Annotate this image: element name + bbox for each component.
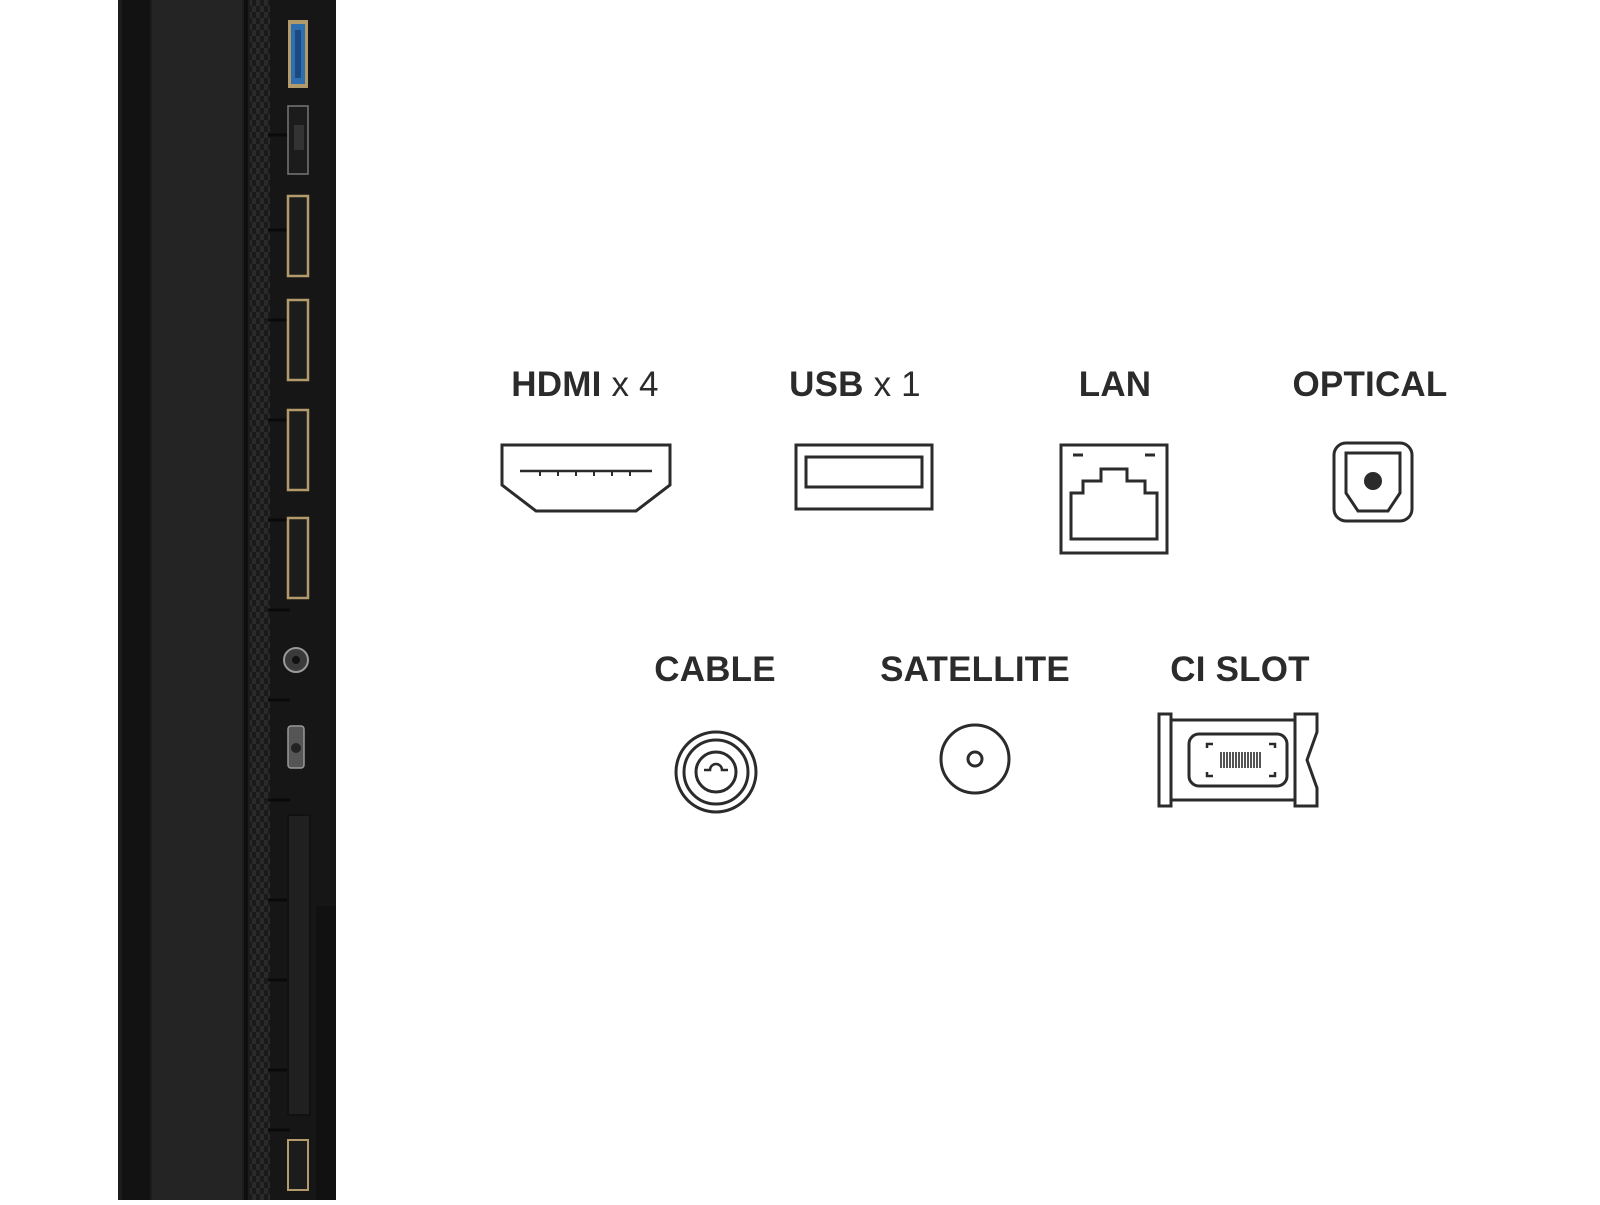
port-item-ci-slot: CI SLOT <box>1150 650 1330 820</box>
port-item-satellite: SATELLITE <box>870 650 1080 810</box>
port-label-satellite: SATELLITE <box>880 650 1070 689</box>
port-label-optical: OPTICAL <box>1292 365 1448 404</box>
port-item-optical: OPTICAL <box>1270 365 1470 525</box>
port-label-lan: LAN <box>1078 365 1152 404</box>
port-label-cable: CABLE <box>654 650 776 689</box>
port-item-cable: CABLE <box>640 650 790 820</box>
port-label-hdmi: HDMI x 4 <box>511 365 659 404</box>
hdmi-port-icon <box>500 443 672 513</box>
usb-port-icon <box>794 443 934 513</box>
port-item-hdmi: HDMI x 4 <box>490 365 680 525</box>
tv-side-panel <box>0 0 340 1200</box>
tv-bottom-port <box>287 1139 309 1191</box>
port-label-usb: USB x 1 <box>789 365 921 404</box>
tv-usb-port <box>288 20 308 88</box>
vent-strip <box>250 0 270 1200</box>
ethernet-port-icon <box>1059 443 1169 555</box>
optical-port-icon <box>1332 441 1414 523</box>
tv-side-illustration <box>118 0 336 1200</box>
tv-ci-slot <box>287 814 311 1116</box>
tv-optical-port <box>287 105 309 175</box>
ci-slot-icon <box>1157 710 1321 810</box>
port-label-ci-slot: CI SLOT <box>1170 650 1310 689</box>
port-item-usb: USB x 1 <box>770 365 940 525</box>
coaxial-port-icon <box>673 729 759 815</box>
tv-hdmi-ports <box>286 194 310 600</box>
tv-antenna-ports <box>283 647 309 769</box>
port-item-lan: LAN <box>1030 365 1200 565</box>
satellite-port-icon <box>938 722 1012 796</box>
